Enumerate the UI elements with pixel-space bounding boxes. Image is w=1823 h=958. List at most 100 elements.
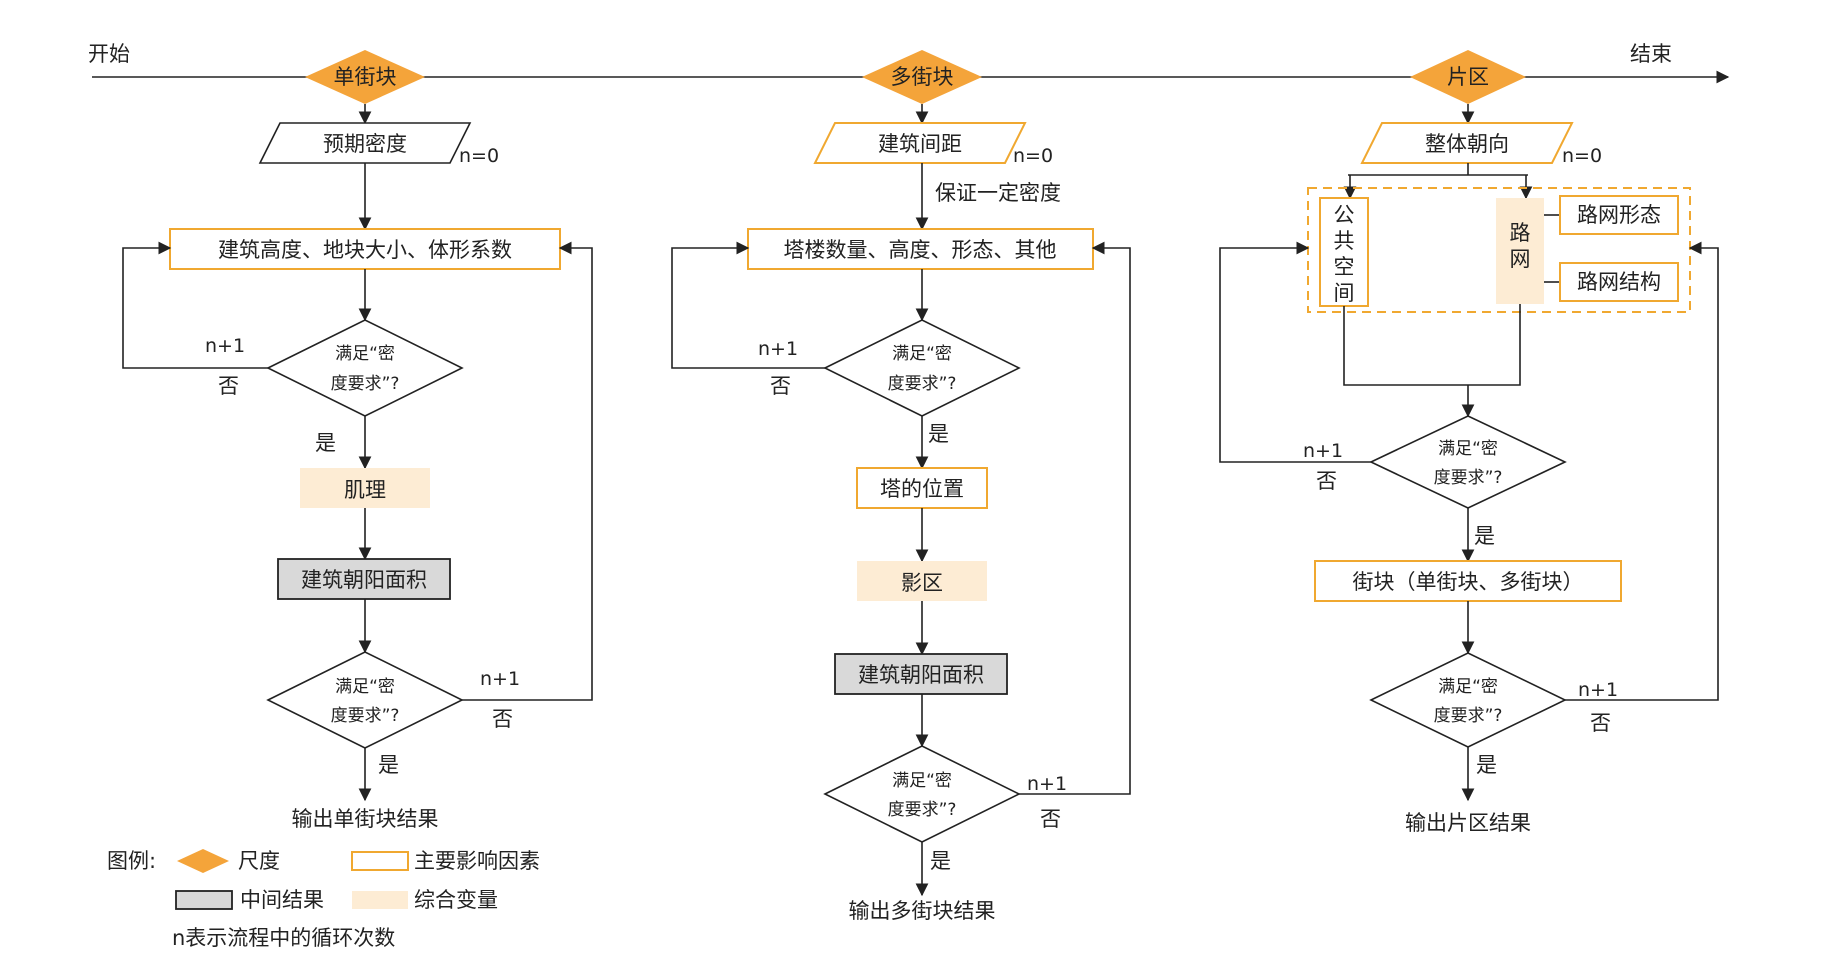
- c3-decision-2-line1: 满足“密: [1438, 677, 1498, 697]
- c3-decision-1: [1369, 415, 1567, 509]
- c1-yes-label-2: 是: [378, 753, 399, 777]
- scale-diamond-multi-block: 多街块: [862, 50, 982, 104]
- c2-decision-1: [823, 319, 1021, 417]
- c2-n1-label-1: n+1: [758, 338, 798, 360]
- c1-variable-box: [300, 468, 430, 508]
- c1-factors-label: 建筑高度、地块大小、体形系数: [218, 238, 512, 262]
- c1-variable-label: 肌理: [344, 478, 386, 502]
- c2-factors-label: 塔楼数量、高度、形态、其他: [784, 238, 1057, 262]
- c1-intermediate-box: [277, 558, 451, 600]
- c2-input-label: 建筑间距: [878, 132, 962, 156]
- c3-decision-1-line1: 满足“密: [1438, 439, 1498, 459]
- legend-title: 图例:: [107, 849, 156, 873]
- c3-output-label: 输出片区结果: [1405, 811, 1531, 835]
- c3-loop-2: [1565, 241, 1719, 701]
- c2-intermediate-box: [834, 653, 1008, 695]
- c3-decision-1-line2: 度要求”?: [1434, 468, 1503, 488]
- c3-public-char-1: 公: [1334, 203, 1355, 227]
- c1-decision-1-line2: 度要求”?: [331, 374, 400, 394]
- legend-variable-swatch: [352, 891, 408, 909]
- legend-main-factor-swatch: [351, 851, 409, 871]
- c2-no-label-1: 否: [770, 374, 791, 398]
- c2-input-parallelogram: [813, 122, 1027, 164]
- legend: 图例: 尺度 主要影响因素 中间结果 综合变量 n表示流程中的循环次数: [107, 849, 540, 950]
- c1-n1-label-2: n+1: [480, 668, 520, 690]
- c3-input-label: 整体朝向: [1425, 132, 1509, 156]
- c1-decision-2-line1: 满足“密: [335, 677, 395, 697]
- c2-no-label-2: 否: [1040, 807, 1061, 831]
- legend-intermediate-label: 中间结果: [240, 888, 324, 912]
- c2-decision-2: [823, 745, 1021, 843]
- c3-road-form-box: [1559, 195, 1679, 235]
- c3-public-char-3: 空: [1334, 255, 1355, 279]
- c2-loop-2: [1019, 241, 1131, 795]
- c2-yes-label-1: 是: [928, 422, 949, 446]
- c2-factor2-label: 塔的位置: [880, 477, 964, 501]
- c1-n1-label-1: n+1: [205, 335, 245, 357]
- c3-no-label-1: 否: [1316, 469, 1337, 493]
- c2-variable-label: 影区: [901, 571, 943, 595]
- c3-n0-label: n=0: [1562, 145, 1602, 167]
- c3-input-parallelogram: [1360, 122, 1574, 164]
- c3-no-label-2: 否: [1590, 711, 1611, 735]
- c1-input-parallelogram: [258, 122, 472, 164]
- c1-intermediate-label: 建筑朝阳面积: [301, 568, 427, 592]
- c1-loop-2: [462, 241, 593, 701]
- c3-road-structure-box: [1559, 262, 1679, 302]
- legend-variable-label: 综合变量: [414, 888, 498, 912]
- c2-variable-box: [857, 561, 987, 601]
- c3-yes-label-2: 是: [1476, 753, 1497, 777]
- legend-scale-label: 尺度: [238, 849, 280, 873]
- c3-road-form-label: 路网形态: [1577, 203, 1661, 227]
- c2-loop-1: [671, 241, 825, 369]
- c2-yes-label-2: 是: [930, 849, 951, 873]
- c3-decision-2-line2: 度要求”?: [1434, 706, 1503, 726]
- legend-main-factor-label: 主要影响因素: [414, 849, 540, 873]
- c1-decision-1-line1: 满足“密: [335, 344, 395, 364]
- c3-merge-line: [1343, 304, 1521, 386]
- c3-loop-1: [1219, 241, 1371, 463]
- c1-input-label: 预期密度: [323, 132, 407, 156]
- legend-note: n表示流程中的循环次数: [172, 926, 395, 950]
- legend-intermediate-swatch: [175, 890, 233, 910]
- c2-n0-label: n=0: [1013, 145, 1053, 167]
- c1-decision-2-line2: 度要求”?: [331, 706, 400, 726]
- c3-road-char-2: 网: [1510, 247, 1531, 271]
- scale-label-single-block: 单街块: [334, 65, 397, 89]
- legend-scale-swatch: [177, 849, 229, 873]
- c3-public-char-4: 间: [1334, 281, 1355, 305]
- c1-loop-1: [122, 241, 268, 369]
- c3-block-label: 街块（单街块、多街块）: [1353, 570, 1584, 594]
- c2-decision-1-line1: 满足“密: [892, 344, 952, 364]
- c3-public-char-2: 共: [1334, 229, 1355, 253]
- c3-road-structure-label: 路网结构: [1577, 270, 1661, 294]
- c3-n1-label-1: n+1: [1303, 440, 1343, 462]
- c2-n1-label-2: n+1: [1027, 773, 1067, 795]
- c1-output-label: 输出单街块结果: [292, 807, 439, 831]
- c3-yes-label-1: 是: [1474, 524, 1495, 548]
- c3-road-net-box: [1496, 198, 1544, 304]
- scale-diamond-single-block: 单街块: [305, 50, 425, 104]
- c1-n0-label: n=0: [459, 145, 499, 167]
- c1-decision-2: [266, 651, 464, 749]
- timeline-end: 结束: [1630, 42, 1672, 66]
- c2-decision-1-line2: 度要求”?: [888, 374, 957, 394]
- c2-output-label: 输出多街块结果: [849, 899, 996, 923]
- c2-decision-2-line2: 度要求”?: [888, 800, 957, 820]
- c3-decision-2: [1369, 652, 1567, 748]
- c1-decision-1: [266, 319, 464, 417]
- c2-note-label: 保证一定密度: [935, 181, 1061, 205]
- c3-road-char-1: 路: [1510, 221, 1531, 245]
- c1-no-label-2: 否: [492, 707, 513, 731]
- c1-yes-label-1: 是: [315, 431, 336, 455]
- c2-decision-2-line1: 满足“密: [892, 771, 952, 791]
- scale-label-district: 片区: [1447, 65, 1489, 89]
- c1-no-label-1: 否: [218, 374, 239, 398]
- c3-public-space-box: [1319, 197, 1369, 307]
- scale-label-multi-block: 多街块: [891, 65, 954, 89]
- c3-n1-label-2: n+1: [1578, 679, 1618, 701]
- timeline-start: 开始: [88, 42, 130, 66]
- scale-diamond-district: 片区: [1410, 50, 1526, 104]
- c2-intermediate-label: 建筑朝阳面积: [858, 663, 984, 687]
